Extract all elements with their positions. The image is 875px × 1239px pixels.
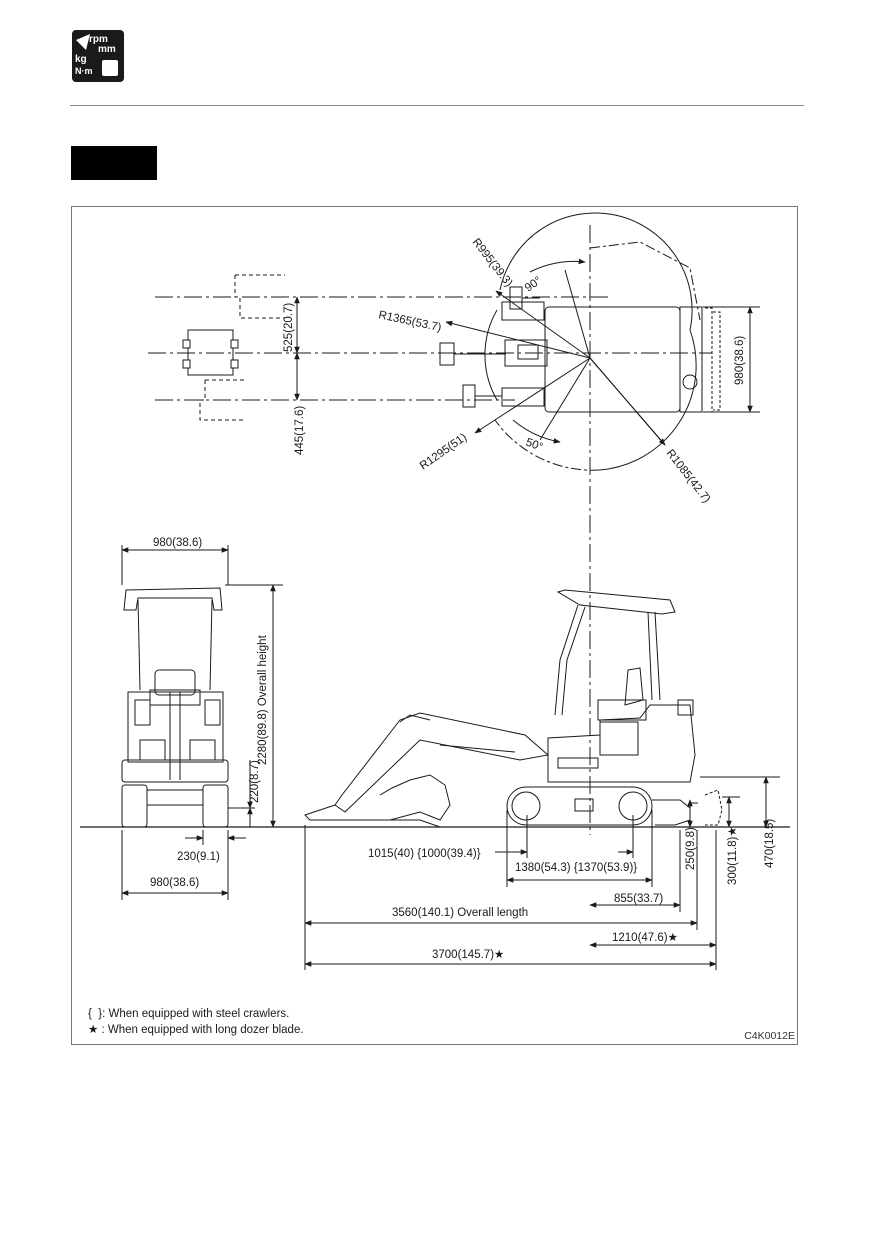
bucket-offset-lower xyxy=(462,384,476,408)
label-length-long-blade: 3700(145.7)★ xyxy=(432,949,504,961)
track-bottom-left xyxy=(501,387,545,407)
swing-bracket xyxy=(504,339,548,367)
boom-outline-upper xyxy=(234,274,285,319)
seat-front xyxy=(154,669,196,696)
icon-label-rpm: rpm xyxy=(89,34,108,45)
note-steel-crawlers: { }: When equipped with steel crawlers. xyxy=(88,1008,290,1020)
boom xyxy=(334,712,550,813)
figure-code: C4K0012E xyxy=(744,1030,795,1042)
note-long-blade: ★ : When equipped with long dozer blade. xyxy=(88,1024,304,1036)
label-front-bottom-width: 980(38.6) xyxy=(150,877,199,889)
label-offset-525: 525(20.7) xyxy=(283,303,295,352)
label-blade-reach: 1210(47.6)★ xyxy=(612,932,678,944)
icon-label-nm: N·m xyxy=(75,66,93,76)
track-front-left xyxy=(121,784,148,828)
blade-top-view xyxy=(679,306,703,413)
label-angle-50: 50° xyxy=(524,437,544,454)
icon-label-mm: mm xyxy=(98,44,116,55)
label-r1085: R1085(42.7) xyxy=(664,447,713,505)
canopy-roof-front xyxy=(123,587,223,611)
arm-bucket xyxy=(304,774,451,821)
header-rule xyxy=(70,105,804,106)
seat-side xyxy=(624,667,644,706)
side-view xyxy=(304,589,780,970)
long-blade-side xyxy=(704,789,723,826)
label-max-blade-lift: 470(18.5) xyxy=(764,819,776,868)
boom-outline-lower xyxy=(199,379,245,421)
upper-body-side xyxy=(547,704,696,783)
label-tumbler-distance: 1015(40) {1000(39.4)} xyxy=(368,848,481,860)
label-width-980: 980(38.6) xyxy=(734,336,746,385)
label-blade-height-long: 300(11.8)★ xyxy=(727,826,739,885)
section-tab xyxy=(71,146,157,180)
fuel-cap xyxy=(682,374,698,390)
label-angle-90: 90° xyxy=(523,275,544,295)
label-r1295: R1295(51) xyxy=(418,431,470,472)
canopy-roof-side xyxy=(556,589,676,615)
label-overall-height: 2280(89.8) Overall height xyxy=(257,634,269,765)
label-front-top-width: 980(38.6) xyxy=(153,537,202,549)
label-blade-height: 250(9.8) xyxy=(685,827,697,870)
icon-label-kg: kg xyxy=(75,54,87,65)
label-track-width: 230(9.1) xyxy=(177,851,220,863)
upper-body xyxy=(544,306,681,413)
front-view xyxy=(121,545,283,900)
label-crawler-length: 1380(54.3) {1370(53.9)} xyxy=(515,862,637,874)
crawler-side xyxy=(506,786,653,826)
label-r1365: R1365(53.7) xyxy=(377,309,442,334)
specifications-icon: rpm mm kg N·m xyxy=(72,30,124,82)
label-offset-445: 445(17.6) xyxy=(294,406,306,455)
label-blade-distance: 855(33.7) xyxy=(614,893,663,905)
label-overall-length: 3560(140.1) Overall length xyxy=(392,907,528,919)
label-ground-clearance: 220(8.7) xyxy=(249,760,261,803)
body-front xyxy=(127,691,224,763)
top-view xyxy=(148,212,760,835)
figure-notes: { }: When equipped with steel crawlers. … xyxy=(88,1006,304,1038)
figure-frame xyxy=(71,206,798,1045)
blade-side xyxy=(652,799,691,826)
track-front-right xyxy=(202,784,229,828)
bucket-center-top xyxy=(439,342,455,366)
boom-bucket-center xyxy=(187,329,234,376)
label-r995: R995(39.3) xyxy=(470,236,515,289)
track-top-left xyxy=(501,301,545,321)
